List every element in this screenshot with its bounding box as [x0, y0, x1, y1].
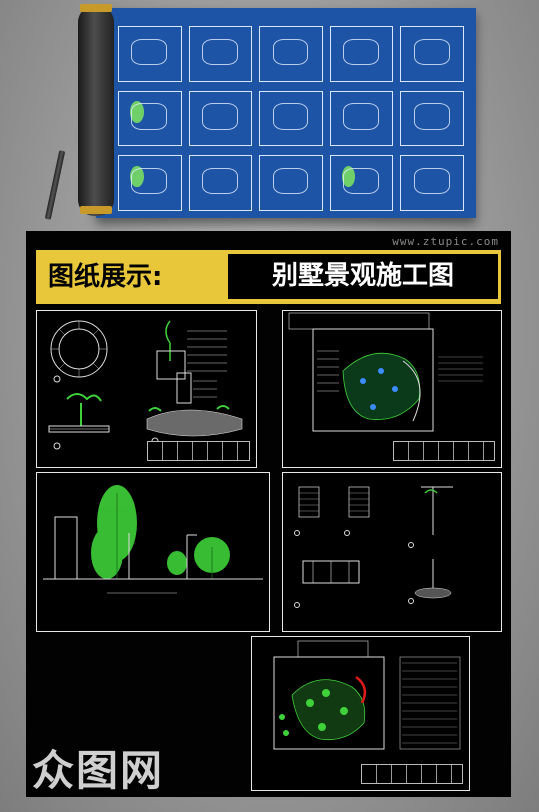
drawing-sheet-details: [36, 310, 257, 468]
roll-cap-top: [80, 4, 112, 12]
poster-thumb: [118, 90, 182, 147]
drawing-sheet-planting-plan: [251, 636, 470, 791]
poster-thumb: [259, 90, 323, 147]
site-plan-drawing: [288, 312, 483, 432]
poster-thumb: [259, 26, 323, 82]
site-logo: 众图网: [32, 746, 165, 795]
poster-thumb: [329, 155, 394, 211]
blueprint-poster: [96, 8, 476, 218]
title-block: [147, 441, 250, 461]
details-drawing: [48, 320, 243, 450]
poster-thumb: [118, 26, 182, 82]
poster-thumb: [118, 155, 182, 211]
banner-title: 别墅景观施工图: [228, 254, 498, 299]
drawing-sheet-site-plan: [282, 310, 502, 468]
drawing-sheet-structure-details: [282, 472, 502, 632]
title-block: [361, 764, 463, 784]
elevation-drawing: [43, 485, 263, 594]
planting-plan-drawing: [273, 640, 461, 750]
drawing-showcase-panel: www.ztupic.com 图纸展示: 别墅景观施工图: [26, 231, 511, 797]
banner-label: 图纸展示:: [48, 262, 163, 292]
poster-thumb: [188, 155, 253, 211]
structure-drawing: [294, 486, 453, 608]
title-block: [392, 441, 495, 461]
poster-thumb: [400, 26, 464, 82]
poster-thumb: [329, 90, 394, 147]
poster-thumb: [400, 90, 464, 147]
poster-thumb: [400, 155, 464, 211]
title-banner: 图纸展示: 别墅景观施工图: [36, 250, 501, 304]
drawing-sheet-elevation: [36, 472, 270, 632]
rolled-poster-icon: [78, 6, 114, 216]
poster-thumbnail-grid: [118, 26, 464, 211]
poster-thumb: [188, 26, 253, 82]
roll-cap-bottom: [80, 206, 112, 214]
poster-thumb: [329, 26, 394, 82]
poster-thumb: [259, 155, 323, 211]
poster-thumb: [188, 90, 253, 147]
watermark-url: www.ztupic.com: [392, 235, 499, 248]
